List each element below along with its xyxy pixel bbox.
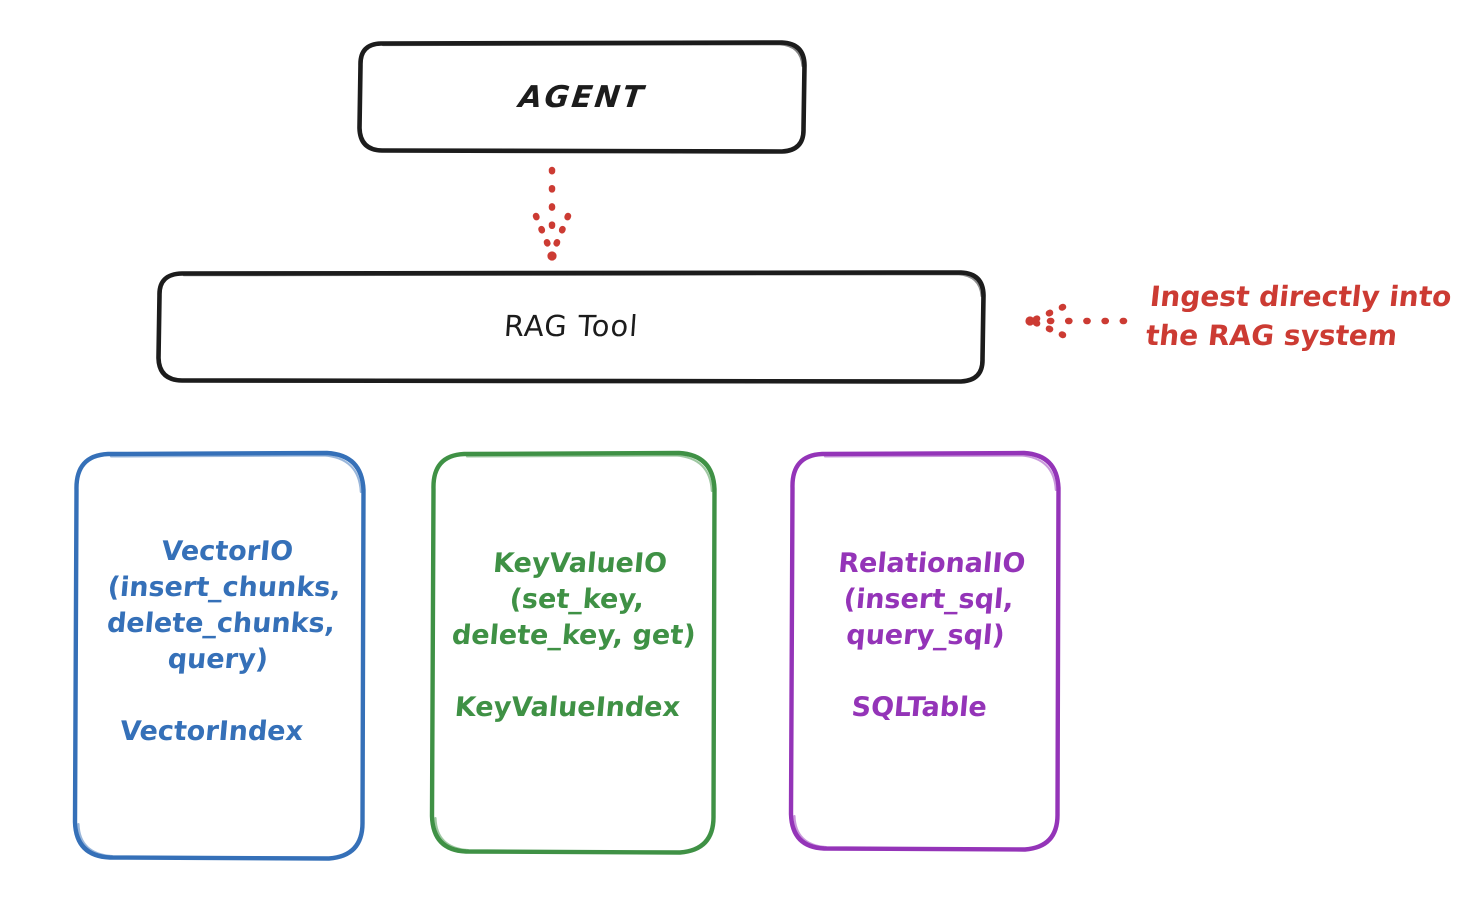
connector-agent-to-rag-tool — [532, 166, 572, 261]
node-relational-io[interactable]: RelationalIO (insert_sql, query_sql) SQL… — [788, 450, 1062, 853]
node-vector-io[interactable]: VectorIO (insert_chunks, delete_chunks, … — [72, 450, 367, 862]
vector-io-label: VectorIO (insert_chunks, delete_chunks, … — [105, 536, 343, 747]
key-value-io-label: KeyValueIO (set_key, delete_key, get) Ke… — [450, 548, 697, 723]
agent-label: AGENT — [516, 79, 648, 115]
node-rag-tool[interactable]: RAG Tool — [156, 270, 986, 384]
relational-io-label: RelationalIO (insert_sql, query_sql) SQL… — [836, 548, 1027, 723]
connector-ingest-to-rag-tool — [1025, 303, 1128, 339]
annotation-ingest-directly: Ingest directly into the RAG system — [1144, 280, 1454, 352]
node-key-value-io[interactable]: KeyValueIO (set_key, delete_key, get) Ke… — [429, 450, 718, 856]
rag-tool-label: RAG Tool — [502, 309, 640, 344]
node-agent[interactable]: AGENT — [357, 40, 807, 154]
